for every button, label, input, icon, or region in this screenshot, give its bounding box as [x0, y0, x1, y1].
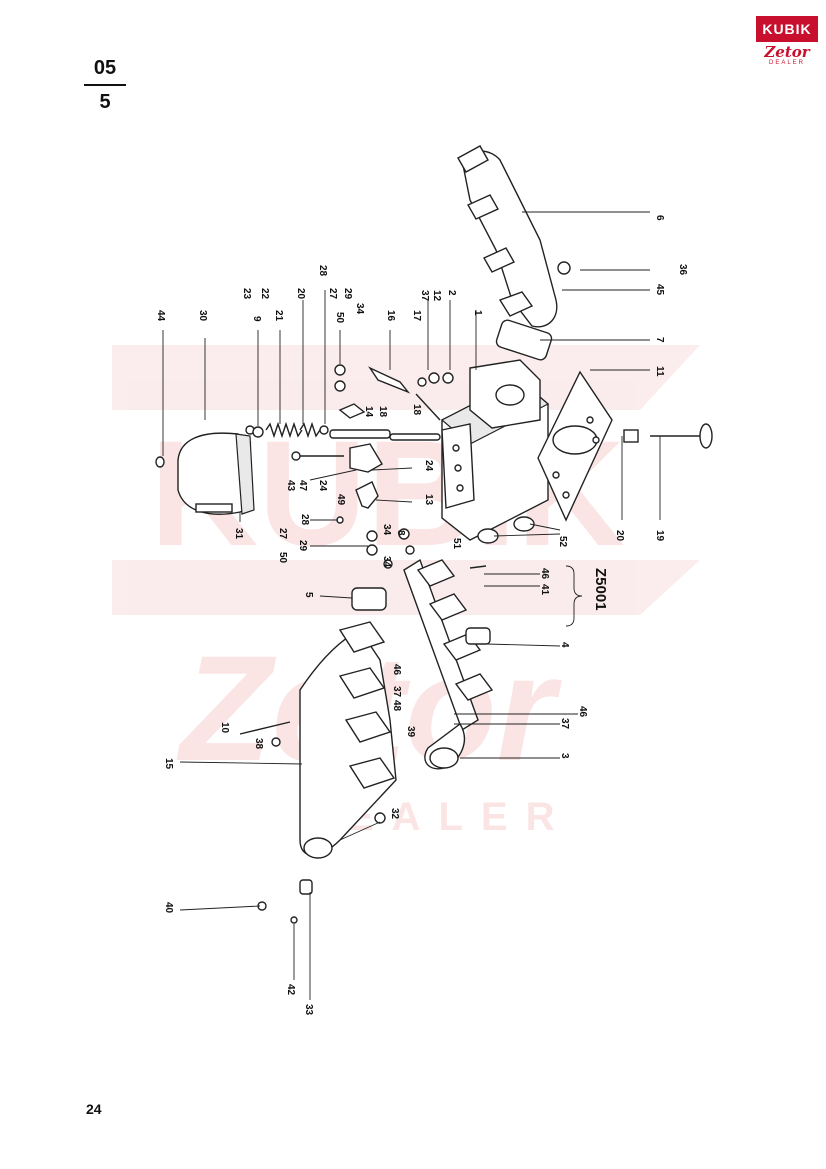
exhaust-pipe: [239, 621, 397, 924]
callout-32: 32: [389, 808, 400, 820]
brand-zetor: Zetor: [764, 43, 810, 61]
brand-logo: KUBIK Zetor DEALER: [756, 16, 818, 72]
brand-dealer: DEALER: [768, 60, 805, 66]
exhaust-manifold: [457, 145, 571, 328]
callout-22: 21: [273, 310, 284, 322]
rocker-cover: [155, 432, 255, 515]
section-code: 05 5: [84, 58, 126, 112]
brand-kubik: KUBIK: [756, 16, 818, 42]
cylinder-head: [440, 359, 550, 541]
callout-50b: 50: [277, 552, 288, 564]
callout-35: 36: [677, 264, 688, 276]
intake-manifold: [403, 558, 494, 770]
callout-labels: 6 36 45 7 11 19 20 52 46 41 4 46 37 3 1 …: [155, 215, 688, 1016]
callout-48: 48: [391, 700, 402, 712]
callout-11: 11: [654, 366, 665, 377]
callout-51: 51: [451, 538, 462, 550]
callout-28a: 28: [317, 265, 328, 277]
callout-36: 37: [419, 290, 430, 302]
callout-46b: 46: [577, 706, 588, 718]
callout-46c: 46: [391, 664, 402, 676]
callout-43: 43: [285, 480, 296, 492]
callout-41: 41: [539, 584, 550, 596]
callout-46a: 46: [539, 568, 550, 580]
callout-1: 1: [472, 310, 483, 316]
callout-31: 31: [233, 528, 244, 540]
callout-47: 47: [297, 480, 308, 492]
callout-33: 33: [303, 1004, 314, 1016]
callout-14: 14: [363, 406, 374, 418]
callout-45: 45: [654, 284, 665, 296]
callout-20: 20: [614, 530, 625, 542]
callout-29b: 29: [297, 540, 308, 552]
callout-25: 24: [317, 480, 328, 492]
callout-9: 9: [251, 316, 262, 322]
callout-8: 8: [395, 530, 406, 536]
valve: [477, 423, 713, 544]
callout-21: 20: [295, 288, 306, 300]
callout-13: 13: [423, 494, 434, 506]
callout-50a: 50: [334, 312, 345, 324]
model-designation: Z5001: [565, 565, 609, 627]
callout-10: 10: [219, 722, 230, 734]
head-gasket: [537, 370, 613, 522]
callout-24: 23: [241, 288, 252, 300]
callout-30: 30: [197, 310, 208, 322]
callout-40: 40: [163, 902, 174, 914]
section-code-top: 05: [93, 57, 117, 79]
intake-gasket: [351, 587, 387, 611]
page-number: 24: [86, 1101, 102, 1117]
callout-34a: 34: [354, 303, 365, 315]
section-code-bottom: 5: [99, 91, 111, 113]
callout-49: 49: [335, 494, 346, 506]
callout-44: 44: [155, 310, 166, 322]
callout-23: 22: [259, 288, 270, 300]
callout-6: 6: [654, 215, 665, 221]
callout-7: 7: [654, 337, 665, 343]
callout-4: 4: [559, 642, 570, 648]
callout-15: 15: [163, 758, 174, 770]
manifold-gasket: [495, 319, 553, 361]
callout-17: 17: [411, 310, 422, 322]
callout-26: 24: [423, 460, 434, 472]
callout-37a: 37: [559, 718, 570, 730]
callout-34c: 34: [381, 556, 392, 568]
callout-5: 5: [303, 592, 314, 598]
model-label: Z5001: [592, 568, 609, 611]
callout-27a: 27: [327, 288, 338, 300]
section-code-divider: [84, 84, 126, 86]
callout-34b: 34: [381, 524, 392, 536]
callout-12: 12: [431, 290, 442, 302]
callout-18b: 18: [377, 406, 388, 418]
callout-29a: 29: [342, 288, 353, 300]
callout-3: 3: [559, 753, 570, 759]
callout-42: 42: [285, 984, 296, 996]
callout-39: 39: [405, 726, 416, 738]
valve-train-parts: [245, 364, 454, 569]
callout-27b: 27: [277, 528, 288, 540]
callout-2: 2: [446, 290, 457, 296]
callout-52: 52: [557, 536, 568, 548]
callout-18a: 18: [411, 404, 422, 416]
callout-38: 38: [253, 738, 264, 750]
leader-lines: [162, 211, 661, 1000]
callout-28b: 28: [299, 514, 310, 526]
callout-37b: 37: [391, 686, 402, 698]
callout-16: 16: [385, 310, 396, 322]
callout-19: 19: [654, 530, 665, 542]
